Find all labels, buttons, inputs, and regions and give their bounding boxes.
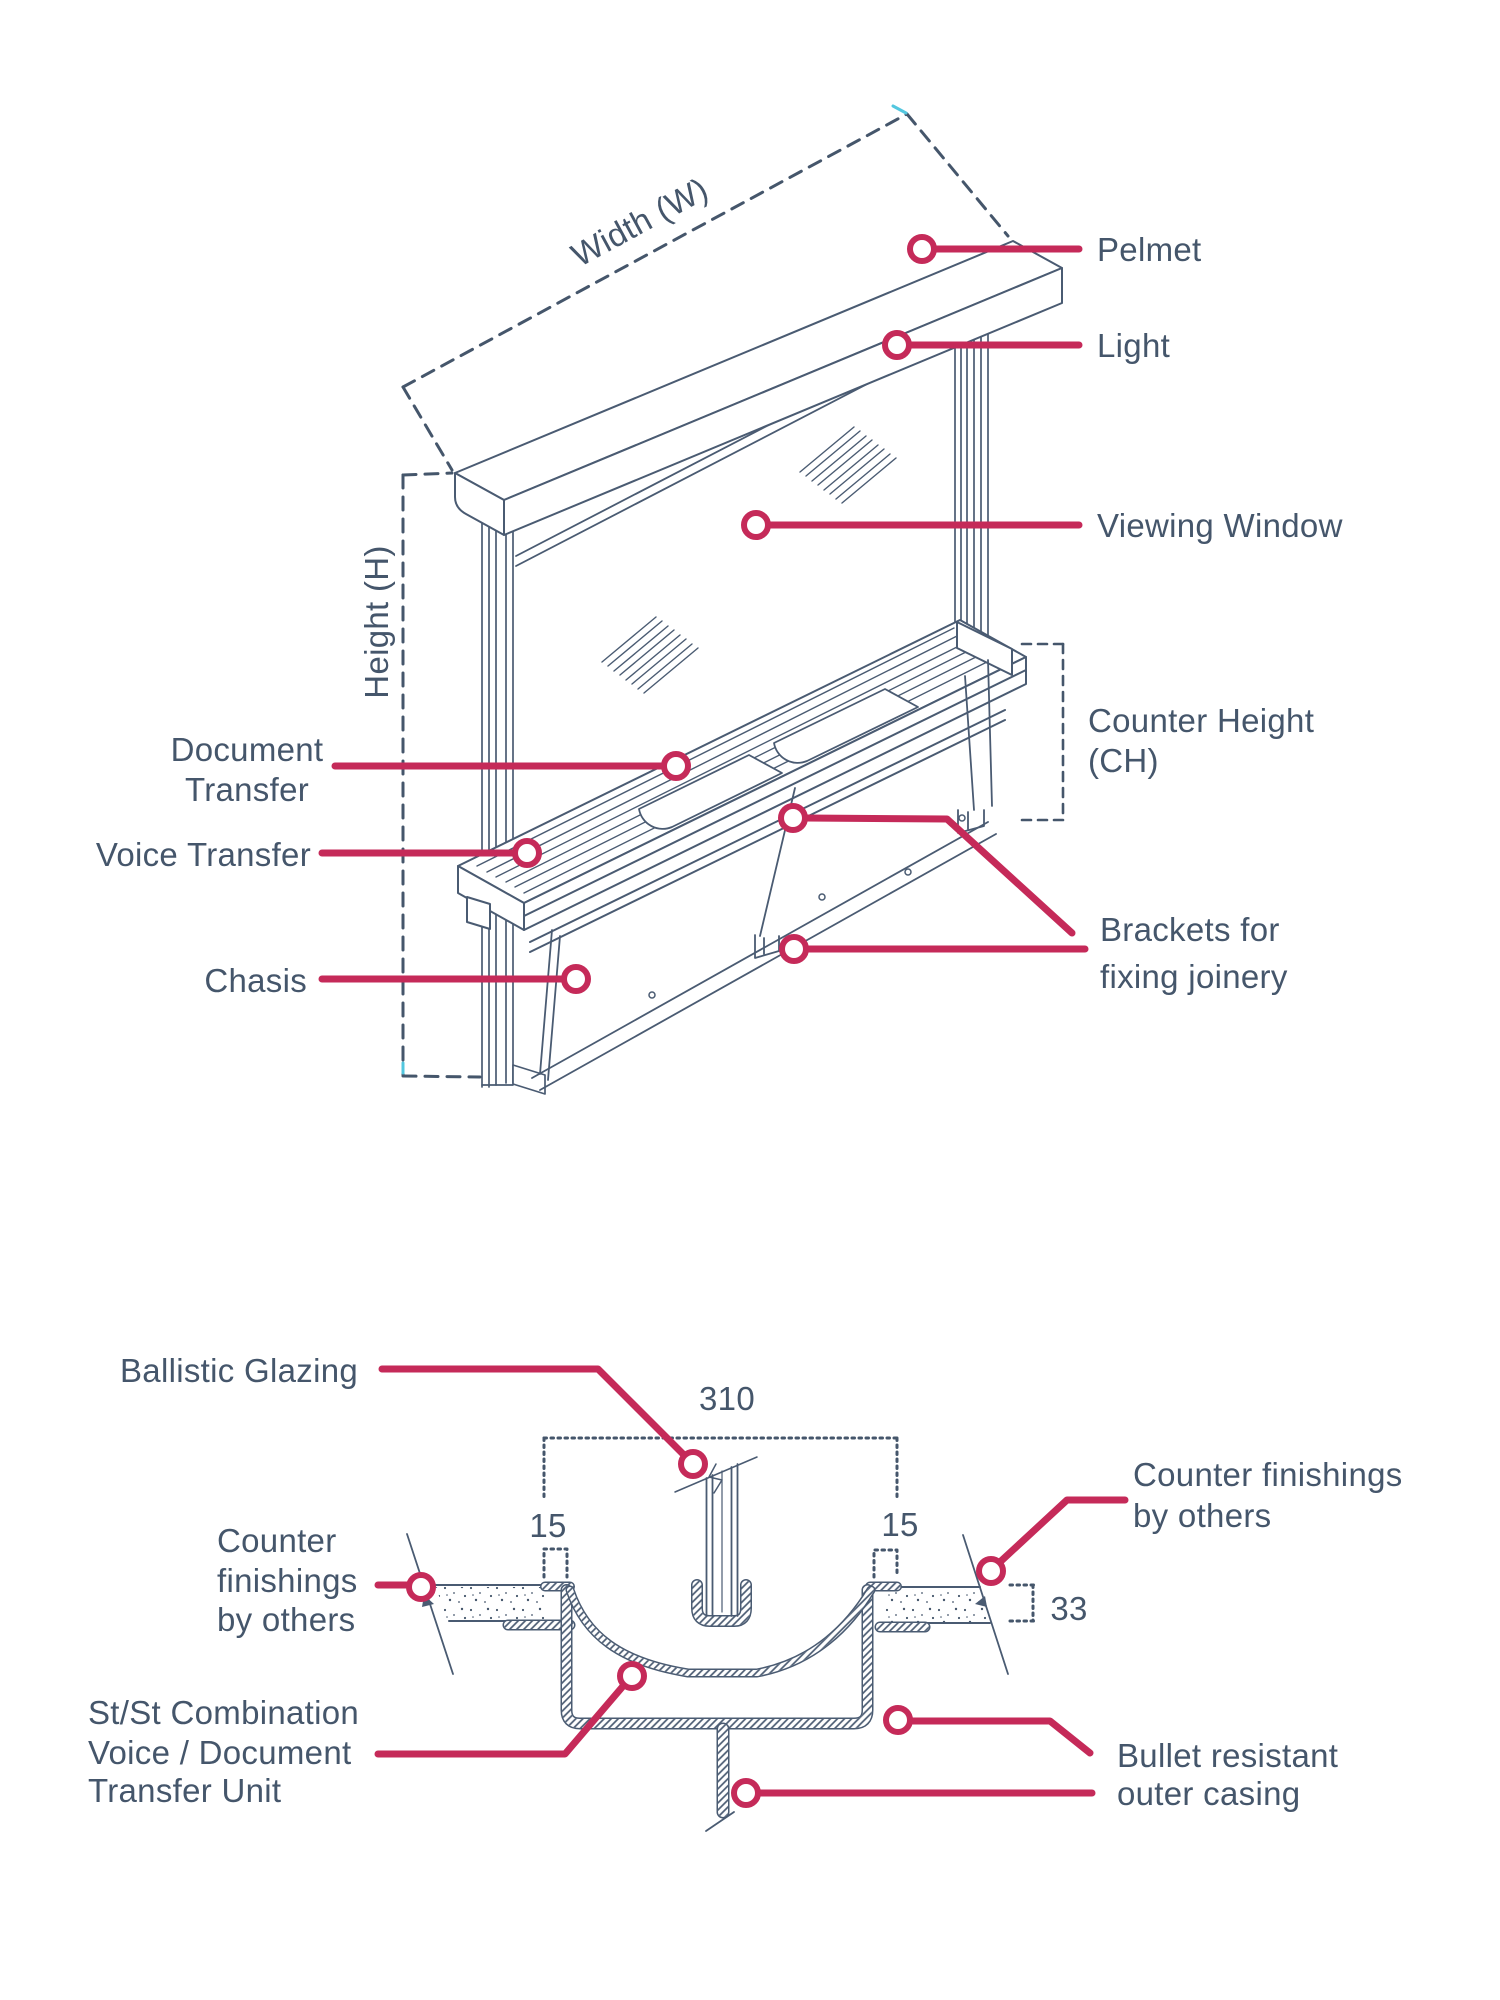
brackets-callout-dot-2 bbox=[779, 934, 809, 964]
pelmet-callout-dot bbox=[907, 234, 937, 264]
iso-callouts bbox=[318, 245, 1089, 983]
transfer-unit-label-line2: Voice / Document bbox=[88, 1734, 351, 1771]
dim-15-right-label: 15 bbox=[881, 1506, 918, 1543]
chassis-structure bbox=[531, 659, 997, 1091]
transfer-dish-outline bbox=[565, 1585, 876, 1678]
width-dimension-line bbox=[401, 112, 1010, 472]
bracket-foot-right bbox=[957, 809, 985, 834]
brackets-callout-dot-1 bbox=[778, 803, 808, 833]
chasis-label: Chasis bbox=[204, 962, 307, 999]
outer-casing-callout-line-1 bbox=[906, 1717, 1094, 1757]
dim-15-left-box bbox=[542, 1547, 569, 1579]
section-callouts bbox=[374, 1365, 1129, 1797]
document-transfer-trays bbox=[638, 688, 919, 830]
light-callout-dot bbox=[882, 330, 912, 360]
outer-casing-label-line2: outer casing bbox=[1117, 1775, 1300, 1812]
left-post bbox=[481, 504, 546, 1095]
light-label: Light bbox=[1097, 327, 1170, 364]
voice-transfer-label: Voice Transfer bbox=[96, 836, 311, 873]
section-break-lines bbox=[406, 1533, 1009, 1832]
dim-15-left-label: 15 bbox=[529, 1507, 566, 1544]
outer-casing-callout-dot-2 bbox=[731, 1778, 761, 1808]
counter-finishings-right-label-line1: Counter finishings bbox=[1133, 1456, 1403, 1493]
brackets-label-line1: Brackets for bbox=[1100, 911, 1280, 948]
counter-assembly bbox=[457, 619, 1027, 953]
counter-finishings-right-callout-line bbox=[996, 1496, 1129, 1566]
dim-15-right-box bbox=[872, 1548, 899, 1579]
ballistic-glazing-callout-line bbox=[378, 1365, 688, 1459]
transfer-unit-callout-line bbox=[374, 1681, 628, 1758]
counter-finishings-left-label-line1: Counter bbox=[217, 1522, 337, 1559]
right-post bbox=[954, 299, 989, 641]
right-leg bbox=[964, 675, 975, 811]
counter-finishings-right-label-line2: by others bbox=[1133, 1497, 1271, 1534]
stem-break-line bbox=[705, 1811, 735, 1832]
bracket-foot-mid bbox=[754, 934, 780, 959]
viewing-window-hatch bbox=[601, 426, 897, 694]
document-transfer-label-line2: Transfer bbox=[185, 771, 309, 808]
height-dimension-line bbox=[401, 471, 482, 1079]
pelmet-label: Pelmet bbox=[1097, 231, 1202, 268]
counter-finish-left bbox=[433, 1584, 547, 1622]
dim-33-label: 33 bbox=[1050, 1590, 1087, 1627]
dim-310-label: 310 bbox=[699, 1380, 755, 1417]
document-transfer-label-line1: Document bbox=[171, 731, 324, 768]
isometric-view: Width (W) Height (H) Pelmet Light Viewin… bbox=[96, 104, 1343, 1095]
brackets-callout-line-1 bbox=[801, 814, 1076, 937]
voice-transfer-callout-dot bbox=[512, 838, 542, 868]
counter-height-bracket bbox=[1020, 642, 1065, 822]
counter-finishings-right-callout-dot bbox=[976, 1556, 1006, 1586]
counter-finishings-left-callout-dot bbox=[406, 1572, 436, 1602]
transfer-unit-label-line3: Transfer Unit bbox=[88, 1772, 281, 1809]
iso-callout-dots bbox=[512, 234, 937, 994]
ballistic-glazing-panes bbox=[674, 1456, 758, 1617]
counter-height-label-line2: (CH) bbox=[1088, 742, 1159, 779]
post-counter-connector bbox=[956, 621, 1013, 676]
steel-casing bbox=[502, 1579, 931, 1819]
transfer-unit-callout-dot bbox=[617, 1661, 647, 1691]
pelmet-shape bbox=[454, 240, 1063, 536]
section-callout-dots bbox=[406, 1449, 1006, 1808]
viewing-window-label: Viewing Window bbox=[1097, 507, 1343, 544]
section-dimensions bbox=[542, 1436, 1037, 1623]
height-dimension-label: Height (H) bbox=[358, 545, 395, 698]
outer-casing-label-line1: Bullet resistant bbox=[1117, 1737, 1338, 1774]
counter-finish-right bbox=[880, 1586, 991, 1624]
glazing-break-line bbox=[674, 1456, 758, 1493]
counter-height-label-line1: Counter Height bbox=[1088, 702, 1314, 739]
viewing-window-callout-dot bbox=[741, 510, 771, 540]
counter-finishings-left-label-line2: finishings bbox=[217, 1562, 358, 1599]
document-transfer-callout-dot bbox=[661, 751, 691, 781]
ballistic-glazing-label: Ballistic Glazing bbox=[120, 1352, 358, 1389]
brackets-label-line2: fixing joinery bbox=[1100, 958, 1288, 995]
width-highlight-dash bbox=[891, 104, 908, 115]
cross-section-view: Ballistic Glazing 310 15 15 33 Counter f… bbox=[88, 1352, 1403, 1832]
ballistic-glazing-callout-dot bbox=[678, 1449, 708, 1479]
counter-finishings-left-label-line3: by others bbox=[217, 1601, 355, 1638]
outer-casing-callout-dot-1 bbox=[883, 1705, 913, 1735]
transfer-unit-label-line1: St/St Combination bbox=[88, 1694, 359, 1731]
chasis-callout-dot bbox=[561, 964, 591, 994]
glazing-break-zigzag bbox=[708, 1463, 723, 1494]
